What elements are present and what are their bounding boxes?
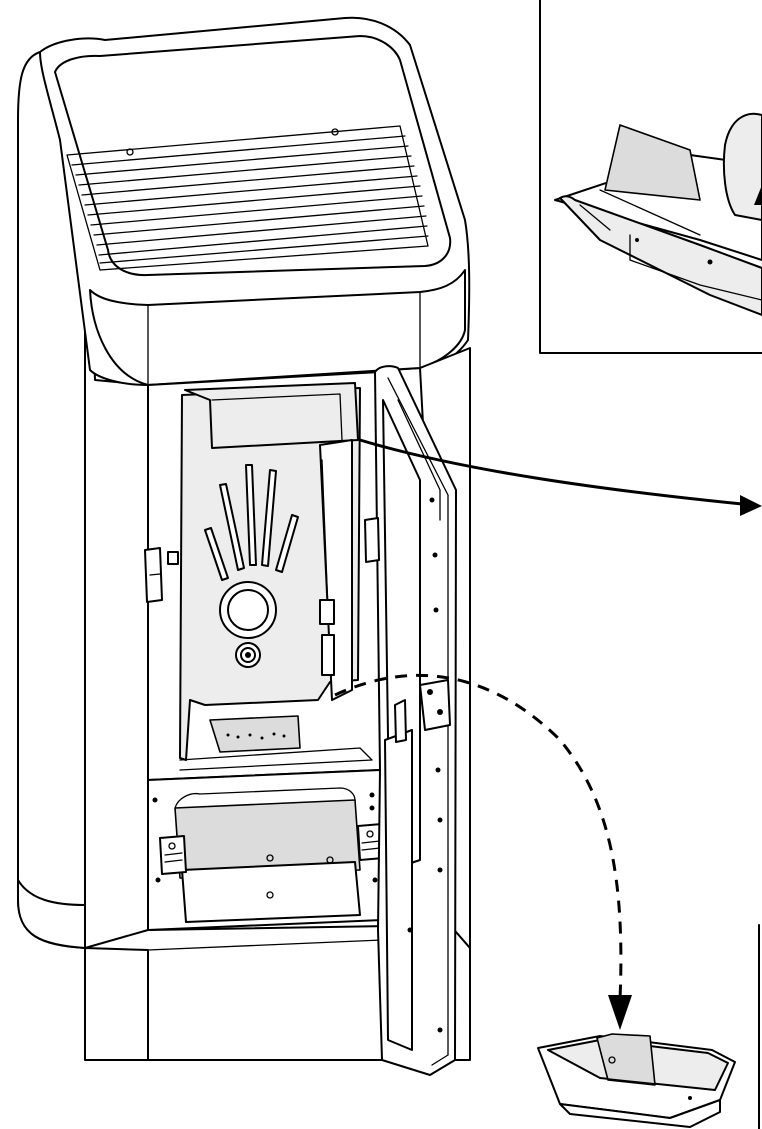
arrow-solid-head [740,495,762,516]
arrow-dashed [334,673,623,1001]
stove-top-face [54,35,452,277]
burn-pot-removed-icon [537,1033,736,1128]
burn-pot-detail [554,112,762,316]
door-glass-lower [384,729,413,1051]
inset-frame [539,0,762,354]
frame-hinge-left [144,547,179,603]
arrow-dashed-head [608,995,632,1030]
top-front-band [89,269,466,386]
smoke-deflector [184,382,359,449]
detail-inset [539,0,762,354]
pellet-stove-icon [17,16,471,1076]
arrow-solid [359,438,754,510]
stove-base-left [17,879,86,949]
top-grille [66,125,429,271]
air-slots [204,464,299,581]
drawer-latch-left [159,835,187,875]
door-handle [419,679,451,731]
firebox-back-plate [179,387,361,761]
burn-pot-installed [209,715,301,753]
ignition-port [219,581,277,668]
stove-plinth [84,924,471,1061]
